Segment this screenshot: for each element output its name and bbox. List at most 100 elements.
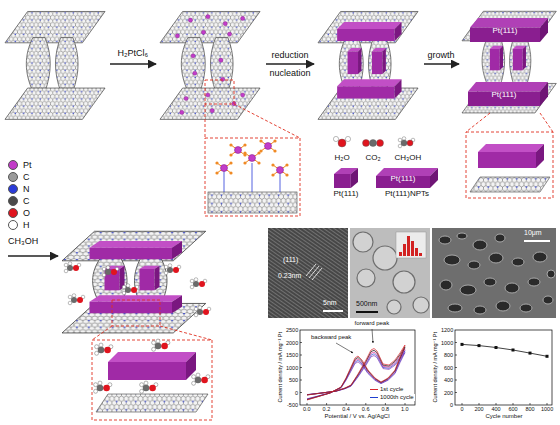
atom-swatch [8,160,18,170]
crystal-face [540,18,548,42]
tem-image [411,241,414,256]
atom-swatch [8,196,18,206]
sem-image [495,234,505,242]
methanol-oxidation-stage [62,231,206,333]
nucleation-stage [318,11,418,119]
sem-image [524,240,550,242]
scale-bar-label: 10μm [524,229,542,237]
stability-plot [461,343,464,346]
legend-item: 1000th cycle [369,394,415,401]
stability-plot [462,344,547,356]
peak-annotation: backward peak [311,334,351,341]
methanol-adsorption-inset [152,339,170,351]
legend-text: 1st cycle [380,386,403,393]
tem-image [396,232,426,258]
crystal-face [470,18,548,28]
ptcl6-adsorption-inset [271,163,288,176]
zoom-callout [205,104,206,138]
cv-plot [365,403,366,405]
zoom-callout [466,132,553,198]
tick-label: 1.0 [401,406,409,412]
nucleation-stage [348,48,386,74]
sem-image [460,285,476,295]
tick-label: 2500 [286,327,298,333]
crystal-label: Pt(111) [492,26,517,35]
ptcl6-adsorption-inset [259,139,276,152]
axis-title: Current density / mA mg⁻¹ Pt [277,332,283,402]
legend-text: O [23,208,30,218]
zoom-callout [205,80,300,216]
pt-ion-stage [180,110,184,114]
legend-item: C [8,172,30,182]
legend-item: O [8,208,30,218]
molecule-label: H₂O [335,153,350,162]
pt-ion-stage [175,34,179,38]
methanol-adsorption-inset [108,352,196,362]
tick-label: 800 [526,406,535,412]
tem-image [419,253,422,256]
stability-plot [530,403,531,405]
pt-ion-stage [206,93,210,97]
sem-image [439,233,555,314]
molecule-icons [398,137,415,148]
tem-image [350,228,430,318]
molecule-icons [345,136,350,141]
step-label: reduction [272,50,309,60]
tick-label: 400 [492,406,501,412]
pt-ion-stage [193,71,197,75]
ptcl6-adsorption-inset [229,143,246,156]
nanoplate-shape: Pt(111) [468,82,548,107]
pt-ion-stage [184,96,188,100]
methanol-adsorption-inset [108,362,186,380]
molecule-icons [338,139,346,147]
cv-plot [300,329,415,405]
sem-image [520,304,532,312]
sem-image [448,304,462,312]
tem-image [413,297,429,313]
sem-image [473,240,487,250]
tick-label: 0 [450,402,453,408]
tick-label: 1000 [541,406,553,412]
sem-image [457,233,467,239]
sem-image [505,283,519,293]
stability-plot [455,330,552,405]
stability-plot [462,403,463,405]
cv-plot [336,343,353,353]
stability-plot [513,403,514,405]
crystal-label: Pt(111) [333,189,358,198]
axis-title: Potential / V vs. Ag/AgCl [325,413,390,420]
tick-label: 600 [509,406,518,412]
cv-plot [307,345,405,400]
crystal-face [540,82,548,106]
reagent-label: H₂PtCl₆ [118,48,149,58]
atom-swatch [8,184,18,194]
methanol-molecules [190,278,207,289]
pt-ion-stage [160,11,260,119]
pt-ion-stage [210,109,214,113]
tem-image [403,244,406,256]
tem-image [407,236,410,256]
hrtem-image [323,310,343,312]
step-label: nucleation [270,68,311,78]
zoom-callout [540,113,553,132]
lattice-spacing-label: 0.23nm [278,272,301,280]
growth-stage [462,11,556,113]
molecule-label: CH₃OH [395,153,422,162]
hrtem-image [312,268,322,280]
molecule-icons [333,136,338,141]
ptcl6-adsorption-inset [252,163,253,192]
stability-plot [455,342,457,343]
sem-image [484,278,496,286]
tick-label: 200 [444,390,453,396]
tem-image [353,232,429,314]
sem-image [543,296,553,304]
ptcl6-adsorption-inset [224,163,280,192]
nanoplate-inset [470,177,550,192]
sem-image [440,280,452,290]
ptcl6-adsorption-inset [215,161,232,174]
tem-image [399,236,422,256]
zoom-callout [466,113,553,198]
crystal-label: Pt(111) [491,90,516,99]
tick-label: 0.2 [323,406,331,412]
